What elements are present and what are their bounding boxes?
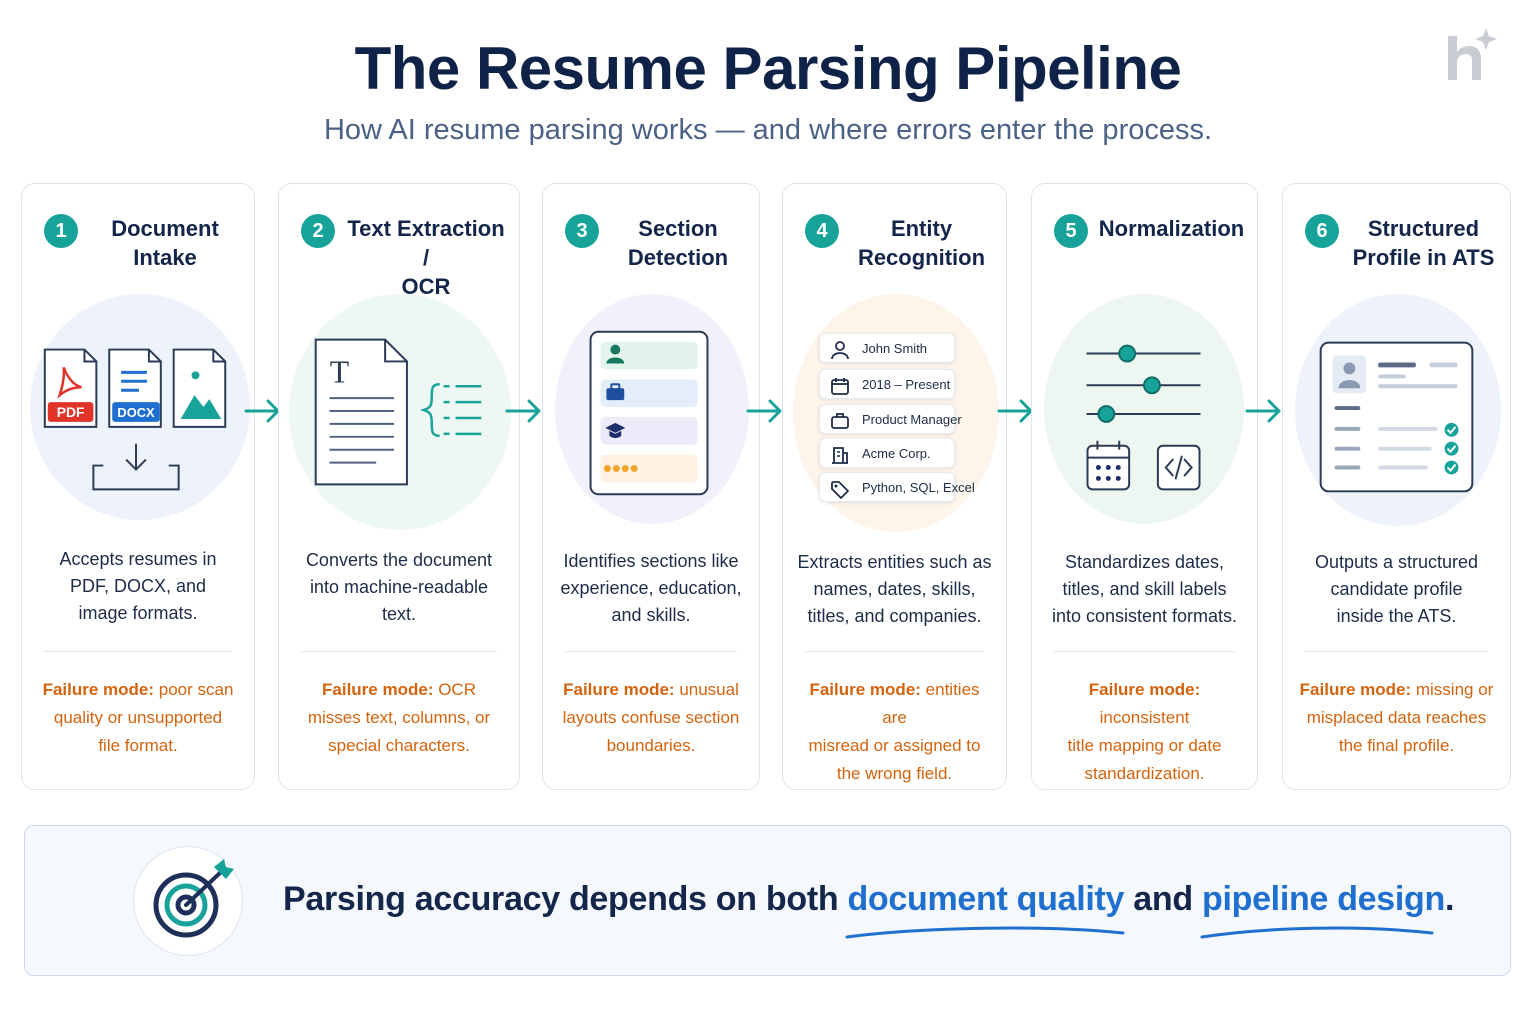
- step-number: 5: [1054, 214, 1088, 248]
- person-icon: [606, 344, 625, 364]
- page-subtitle: How AI resume parsing works — and where …: [323, 114, 1213, 146]
- image-file-icon: [172, 348, 227, 428]
- download-tray-icon: [92, 443, 180, 491]
- failure-mode: Failure mode: unusual layouts confuse se…: [562, 680, 740, 755]
- building-icon: [832, 447, 848, 464]
- entity-chip-name: John Smith: [819, 333, 955, 363]
- key-takeaway-banner: Parsing accuracy depends on both documen…: [24, 825, 1511, 976]
- failure-mode: Failure mode: inconsistent title mapping…: [1067, 680, 1222, 783]
- entity-chip-title: Product Manager: [819, 404, 962, 434]
- target-icon: [133, 846, 243, 956]
- entity-chip-company: Acme Corp.: [819, 438, 955, 468]
- person-icon: [831, 341, 849, 360]
- sectioned-resume-illustration: [589, 330, 709, 496]
- sliders-icon: [1086, 344, 1201, 423]
- highlight-document-quality: document quality: [845, 880, 1125, 939]
- failure-mode: Failure mode: OCR misses text, columns, …: [307, 680, 491, 755]
- briefcase-icon: [606, 383, 625, 401]
- pdf-badge: PDF: [57, 404, 85, 420]
- failure-mode: Failure mode: missing or misplaced data …: [1299, 680, 1494, 755]
- ocr-document-illustration: T: [314, 338, 482, 486]
- page-title: The Resume Parsing Pipeline: [354, 35, 1182, 102]
- docx-badge: DOCX: [117, 405, 155, 420]
- code-icon: [1156, 444, 1201, 491]
- stage-title: Text Extraction /OCR: [347, 216, 505, 299]
- arrow-right-icon: [505, 399, 541, 423]
- normalization-illustration: [1086, 344, 1201, 491]
- stage-description: Standardizes dates,titles, and skill lab…: [1051, 552, 1238, 626]
- skills-dots-icon: [603, 465, 638, 472]
- highlight-pipeline-design: pipeline design: [1200, 880, 1445, 939]
- candidate-profile-illustration: [1319, 341, 1474, 493]
- arrow-right-icon: [746, 399, 782, 423]
- document-icon: T: [314, 338, 408, 486]
- h-sparkle-logo: [1448, 28, 1497, 80]
- takeaway-text: Parsing accuracy depends on both documen…: [283, 880, 1454, 939]
- step-number: 2: [301, 214, 335, 248]
- tag-icon: [831, 481, 849, 499]
- stage-card-normalization: 5 Normalization Sta: [1031, 183, 1258, 790]
- svg-text:T: T: [330, 354, 349, 389]
- entity-chip-skills: Python, SQL, Excel: [819, 472, 975, 502]
- entity-chip-date: 2018 – Present: [819, 369, 955, 399]
- failure-mode: Failure mode: entities are misread or as…: [808, 680, 981, 783]
- avatar-icon: [1332, 355, 1367, 394]
- step-number: 6: [1305, 214, 1339, 248]
- calendar-icon: [1086, 440, 1131, 491]
- docx-file-icon: DOCX: [108, 348, 162, 428]
- stage-title: Normalization: [1098, 216, 1245, 241]
- briefcase-icon: [831, 413, 849, 429]
- arrow-right-icon: [1245, 399, 1281, 423]
- check-circle-icon: [1444, 422, 1459, 475]
- stage-card-text-extraction: 2 Text Extraction /OCR T: [278, 183, 520, 790]
- step-number: 1: [44, 214, 78, 248]
- step-number: 3: [565, 214, 599, 248]
- failure-mode: Failure mode: poor scan quality or unsup…: [42, 680, 234, 755]
- pdf-file-icon: PDF: [43, 348, 98, 428]
- step-number: 4: [805, 214, 839, 248]
- file-formats-illustration: PDF DOCX: [43, 348, 227, 491]
- extracted-text-lines-icon: [419, 383, 482, 438]
- calendar-icon: [831, 378, 849, 395]
